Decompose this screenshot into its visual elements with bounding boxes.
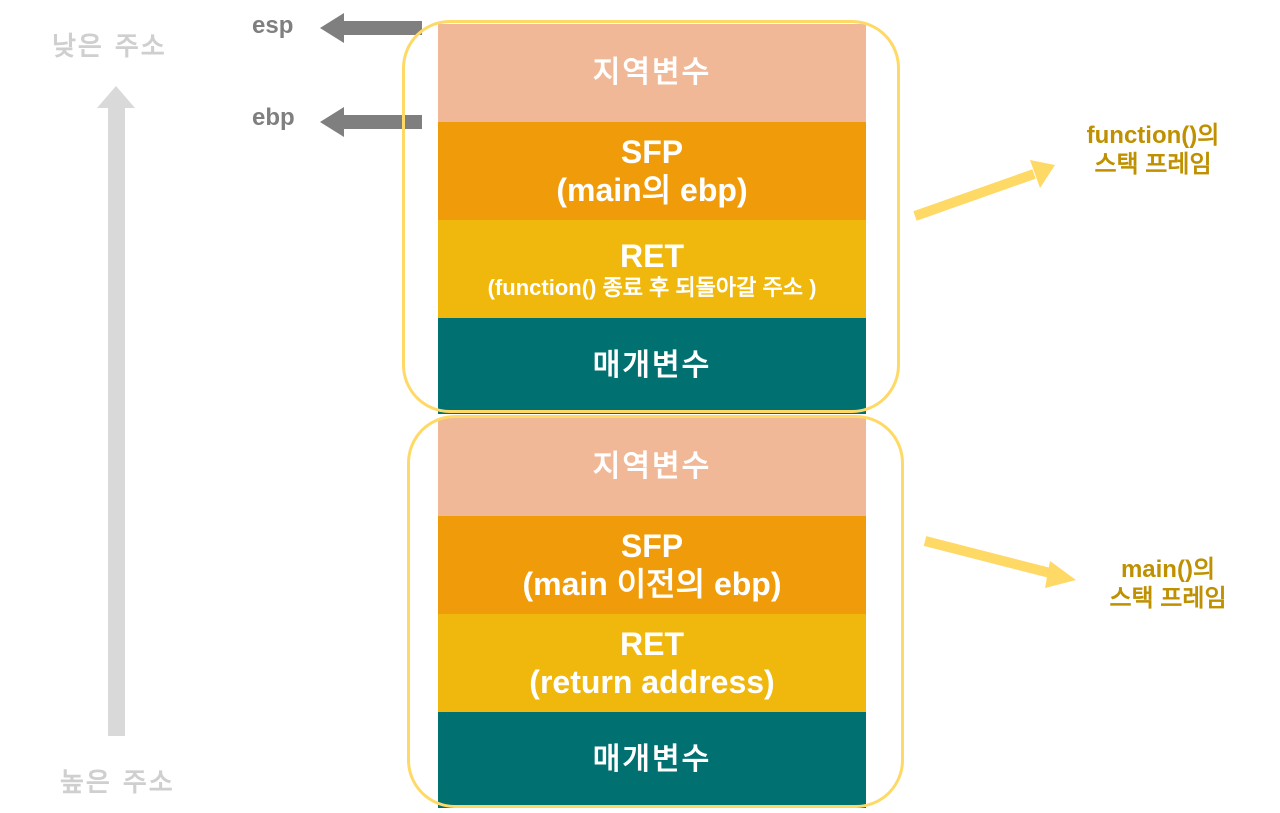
main-sfp-cell: SFP (main 이전의 ebp) — [438, 516, 866, 614]
function-params-label: 매개변수 — [592, 349, 712, 382]
main-params-label: 매개변수 — [592, 743, 712, 776]
main-frame-label-line2: 스택 프레임 — [1109, 584, 1227, 612]
function-params-cell: 매개변수 — [438, 318, 866, 414]
function-sfp-cell: SFP (main의 ebp) — [438, 122, 866, 220]
esp-pointer-arrow — [342, 21, 422, 35]
ebp-label: ebp — [252, 104, 295, 131]
main-local-vars-label: 지역변수 — [592, 450, 712, 483]
function-frame-label: function()의 스택 프레임 — [1058, 122, 1248, 180]
main-frame-arrow-icon — [923, 536, 1076, 588]
high-address-label: 높은 주소 — [60, 768, 175, 798]
function-sfp-title: SFP — [620, 133, 684, 170]
main-ret-cell: RET (return address) — [438, 614, 866, 712]
function-frame-label-line1: function()의 — [1086, 122, 1220, 149]
main-ret-desc: (return address) — [529, 664, 775, 700]
function-frame-outline — [402, 20, 900, 413]
main-frame-label: main()의 스택 프레임 — [1078, 556, 1258, 614]
low-address-label: 낮은 주소 — [52, 32, 167, 62]
main-frame-label-line1: main()의 — [1120, 556, 1216, 583]
function-ret-cell: RET (function() 종료 후 되돌아갈 주소 ) — [438, 220, 866, 318]
function-sfp-desc: (main의 ebp) — [556, 172, 748, 208]
address-axis-arrow — [108, 106, 125, 736]
main-ret-title: RET — [620, 625, 684, 662]
main-params-cell: 매개변수 — [438, 712, 866, 808]
main-sfp-title: SFP — [620, 527, 684, 564]
function-local-vars-cell: 지역변수 — [438, 24, 866, 122]
esp-arrow-head-icon — [320, 13, 344, 43]
main-sfp-desc: (main 이전의 ebp) — [522, 566, 782, 602]
axis-arrow-head-icon — [97, 86, 135, 108]
function-ret-title: RET — [620, 237, 684, 274]
esp-label: esp — [252, 12, 294, 39]
function-frame-arrow-icon — [913, 160, 1055, 221]
main-local-vars-cell: 지역변수 — [438, 418, 866, 516]
function-ret-desc: (function() 종료 후 되돌아갈 주소 ) — [487, 275, 817, 300]
function-local-vars-label: 지역변수 — [592, 56, 712, 89]
ebp-arrow-head-icon — [320, 107, 344, 137]
main-frame-outline — [407, 415, 904, 808]
function-frame-label-line2: 스택 프레임 — [1094, 150, 1212, 178]
